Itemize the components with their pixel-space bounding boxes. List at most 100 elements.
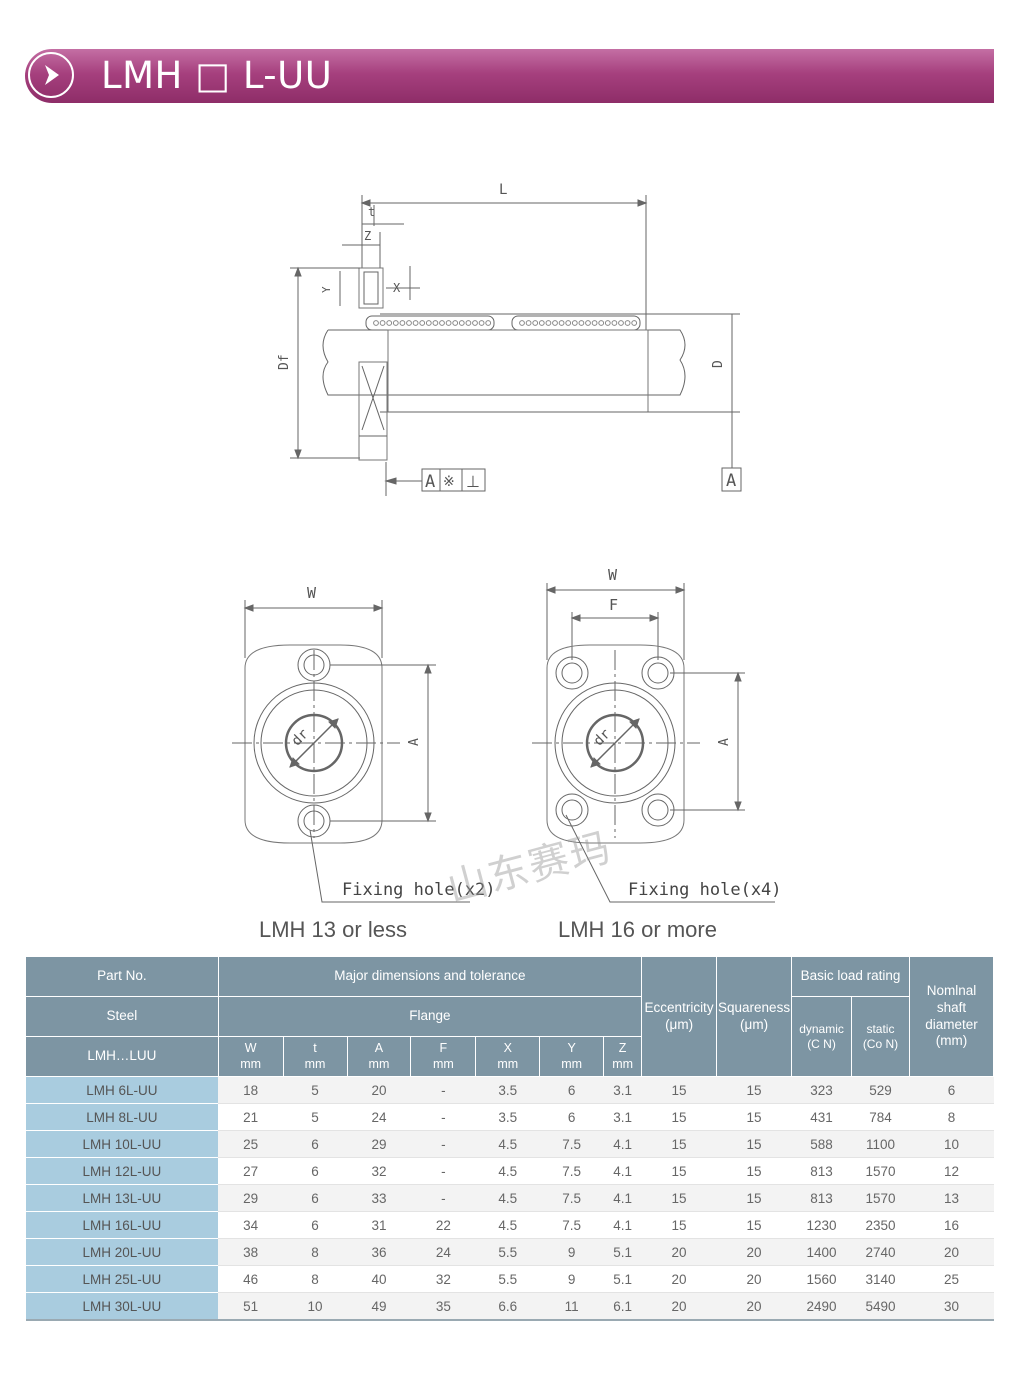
- table-cell: 813: [791, 1157, 852, 1185]
- tol-symbol: ※: [443, 474, 455, 490]
- table-cell: 15: [716, 1211, 792, 1239]
- table-cell: 6: [909, 1076, 994, 1104]
- table-cell: 10: [909, 1130, 994, 1158]
- part-number-cell: LMH 10L-UU: [25, 1130, 219, 1158]
- ball-icon: [558, 320, 565, 326]
- table-cell: 9: [539, 1238, 604, 1266]
- table-cell: 6: [283, 1184, 347, 1212]
- table-cell: -: [410, 1130, 476, 1158]
- header-basic-load: Basic load rating: [791, 956, 910, 997]
- side-view-drawing: L t Z Y X Df D A ※ ⊥ A: [277, 182, 742, 496]
- ball-icon: [379, 320, 386, 326]
- part-number-cell: LMH 12L-UU: [25, 1157, 219, 1185]
- table-cell: 5.1: [603, 1265, 642, 1293]
- ball-icon: [591, 320, 598, 326]
- table-cell: 18: [218, 1076, 284, 1104]
- table-cell: 25: [909, 1265, 994, 1293]
- front-view-large-drawing: W F dr A Fixing hole(x4): [532, 566, 782, 903]
- table-cell: 29: [218, 1184, 284, 1212]
- table-cell: 16: [909, 1211, 994, 1239]
- table-cell: 40: [347, 1265, 411, 1293]
- part-number-cell: LMH 6L-UU: [25, 1076, 219, 1104]
- table-cell: 31: [347, 1211, 411, 1239]
- table-cell: 6.1: [603, 1292, 642, 1321]
- table-cell: 6: [283, 1157, 347, 1185]
- table-cell: 11: [539, 1292, 604, 1321]
- header-squareness: Squareness(μm): [716, 956, 793, 1077]
- table-cell: 34: [218, 1211, 284, 1239]
- table-cell: 15: [641, 1103, 717, 1131]
- table-cell: 1570: [851, 1184, 910, 1212]
- ball-icon: [532, 320, 539, 326]
- header-eccentricity: Eccentricity(μm): [641, 956, 718, 1077]
- table-cell: 3.5: [475, 1103, 540, 1131]
- ball-icon: [618, 320, 624, 326]
- ball-icon: [452, 320, 459, 326]
- ball-icon: [598, 320, 605, 326]
- table-cell: 2740: [851, 1238, 910, 1266]
- table-cell: 15: [641, 1211, 717, 1239]
- table-cell: 6: [539, 1103, 604, 1131]
- label-D: D: [711, 360, 726, 368]
- ball-icon: [399, 320, 406, 326]
- table-cell: 32: [410, 1265, 476, 1293]
- table-cell: 588: [791, 1130, 852, 1158]
- part-number-cell: LMH 20L-UU: [25, 1238, 219, 1266]
- table-cell: 7.5: [539, 1130, 604, 1158]
- table-cell: 35: [410, 1292, 476, 1321]
- table-cell: 15: [716, 1157, 792, 1185]
- part-number-cell: LMH 16L-UU: [25, 1211, 219, 1239]
- table-cell: 24: [410, 1238, 476, 1266]
- part-number-cell: LMH 25L-UU: [25, 1265, 219, 1293]
- table-cell: 20: [909, 1238, 994, 1266]
- table-cell: 6: [283, 1130, 347, 1158]
- tol-perpendicular: ⊥: [466, 472, 480, 491]
- table-cell: 8: [283, 1238, 347, 1266]
- datum-A: A: [726, 471, 736, 491]
- table-cell: 22: [410, 1211, 476, 1239]
- ball-icon: [478, 320, 485, 326]
- table-cell: 30: [909, 1292, 994, 1321]
- label-X: X: [393, 281, 401, 295]
- ball-icon: [571, 320, 578, 326]
- ball-icon: [538, 320, 545, 326]
- ball-icon: [425, 320, 432, 326]
- table-cell: 25: [218, 1130, 284, 1158]
- table-cell: 1570: [851, 1157, 910, 1185]
- table-cell: 5490: [851, 1292, 910, 1321]
- label-Z: Z: [364, 229, 371, 243]
- table-cell: 5: [283, 1076, 347, 1104]
- tol-datum: A: [425, 472, 435, 492]
- table-cell: 813: [791, 1184, 852, 1212]
- table-cell: 15: [716, 1184, 792, 1212]
- ball-icon: [578, 320, 585, 326]
- ball-icon: [458, 320, 465, 326]
- table-cell: 6.6: [475, 1292, 540, 1321]
- ball-icon: [631, 320, 638, 326]
- table-cell: 323: [791, 1076, 852, 1104]
- table-cell: 15: [641, 1157, 717, 1185]
- ball-icon: [419, 320, 426, 326]
- label-Y: Y: [320, 286, 333, 293]
- table-cell: 32: [347, 1157, 411, 1185]
- table-cell: 529: [851, 1076, 910, 1104]
- caption-large: LMH 16 or more: [558, 917, 717, 942]
- page-title: LMH □ L-UU: [101, 54, 333, 97]
- table-cell: 49: [347, 1292, 411, 1321]
- table-cell: 5.5: [475, 1265, 540, 1293]
- title-banner: LMH □ L-UU: [25, 49, 994, 103]
- header-lmh: LMH…LUU: [25, 1036, 219, 1077]
- table-cell: 7.5: [539, 1211, 604, 1239]
- table-cell: 2490: [791, 1292, 852, 1321]
- ball-icon: [406, 320, 412, 326]
- table-cell: 38: [218, 1238, 284, 1266]
- table-cell: 12: [909, 1157, 994, 1185]
